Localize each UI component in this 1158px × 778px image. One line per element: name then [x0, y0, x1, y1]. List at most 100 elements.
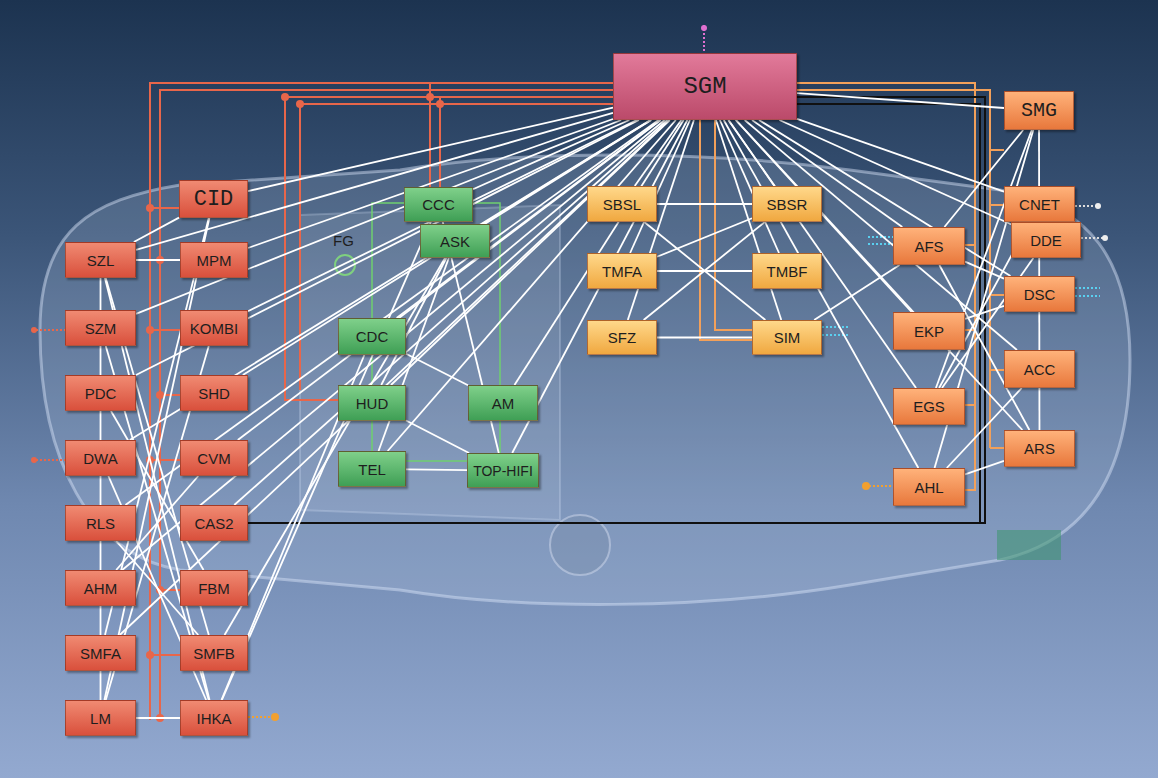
module-box: CID	[179, 180, 248, 218]
network-link	[238, 120, 661, 440]
module-box: LM	[65, 700, 136, 736]
part	[997, 530, 1061, 560]
network-link	[514, 120, 683, 385]
module-name: SIM	[774, 329, 801, 346]
network-link	[657, 337, 752, 339]
module-name: ARS	[1024, 440, 1055, 457]
module-box: TMBF	[752, 253, 822, 289]
module-name: TOP-HIFI	[473, 463, 533, 479]
module-name: SBSL	[603, 196, 641, 213]
connector-stubs	[31, 25, 1108, 721]
module-name: AHM	[84, 580, 117, 597]
module-name: SZM	[85, 320, 117, 337]
module-box: SZM	[65, 310, 136, 346]
module-box: EGS	[893, 388, 965, 425]
network-link	[111, 411, 204, 570]
module-box: SBSR	[752, 186, 822, 222]
module-box: TEL	[338, 451, 406, 487]
module-name: EGS	[913, 398, 945, 415]
network-link	[134, 218, 179, 242]
module-name: LM	[90, 710, 111, 727]
module-name: TMFA	[602, 263, 642, 280]
module-box: AM	[468, 385, 538, 421]
network-link	[736, 120, 1022, 430]
module-name: TEL	[358, 461, 386, 478]
module-box: RLS	[65, 505, 136, 541]
network-link	[657, 270, 752, 272]
module-name: SMG	[1021, 99, 1057, 122]
network-link	[483, 120, 651, 224]
network-link	[130, 120, 651, 440]
module-name: FBM	[198, 580, 230, 597]
module-name: KOMBI	[190, 320, 238, 337]
module-box: SMFA	[65, 635, 136, 671]
module-box: DDE	[1011, 222, 1081, 258]
network-link	[120, 120, 670, 635]
network-link	[225, 258, 446, 635]
network-link	[473, 120, 629, 189]
network-link	[797, 119, 1004, 192]
module-box: CCC	[404, 187, 473, 222]
module-name: IHKA	[196, 710, 231, 727]
module-box: SIM	[752, 320, 822, 355]
module-box: KOMBI	[180, 310, 248, 346]
module-box: DWA	[65, 440, 136, 476]
network-link	[965, 262, 1004, 279]
module-box: AHM	[65, 570, 136, 606]
module-box: SBSL	[587, 186, 657, 222]
bus-wires-right	[700, 83, 1004, 490]
network-link	[752, 120, 902, 227]
module-name: HUD	[356, 395, 389, 412]
module-name: SZL	[87, 252, 115, 269]
network-link	[965, 461, 1004, 475]
module-name: ASK	[440, 233, 470, 250]
car-outline	[40, 155, 1130, 604]
network-link	[136, 120, 639, 375]
module-name: SHD	[198, 385, 230, 402]
module-name: CVM	[197, 450, 230, 467]
group-label: FG	[333, 232, 354, 249]
module-box: SFZ	[587, 320, 657, 355]
module-box: SMFB	[180, 635, 248, 671]
module-name: MPM	[197, 252, 232, 269]
module-name: CCC	[422, 196, 455, 213]
module-box: PDC	[65, 375, 136, 411]
module-box: MPM	[180, 242, 248, 278]
module-box: HUD	[338, 385, 406, 421]
network-link	[391, 120, 670, 385]
module-name: ACC	[1024, 361, 1056, 378]
module-name: SBSR	[767, 196, 808, 213]
network-link	[745, 120, 1017, 350]
network-link	[814, 265, 899, 320]
network-link	[136, 259, 180, 261]
module-box: CDC	[338, 318, 406, 355]
module-box: IHKA	[180, 700, 248, 736]
module-box: FBM	[180, 570, 248, 606]
module-box: SGM	[613, 53, 797, 120]
module-box: AFS	[893, 227, 965, 265]
module-box: TMFA	[587, 253, 657, 289]
module-box: CVM	[180, 440, 248, 476]
module-name: AHL	[914, 479, 943, 496]
network-link	[724, 120, 919, 468]
network-link	[388, 120, 676, 451]
module-name: SFZ	[608, 329, 636, 346]
module-name: CDC	[356, 328, 389, 345]
network-link	[657, 203, 752, 205]
network-link	[406, 468, 467, 470]
module-box: ASK	[420, 224, 490, 258]
network-link	[797, 93, 1004, 108]
module-box: ARS	[1004, 430, 1075, 467]
module-name: TMBF	[767, 263, 808, 280]
module-name: SMFA	[80, 645, 121, 662]
module-box: DSC	[1004, 276, 1075, 312]
module-name: DDE	[1030, 232, 1062, 249]
module-name: PDC	[85, 385, 117, 402]
module-name: SMFB	[193, 645, 235, 662]
module-box: SHD	[180, 375, 248, 411]
network-link	[122, 120, 664, 570]
network-link	[728, 120, 916, 388]
network-link	[512, 120, 687, 453]
